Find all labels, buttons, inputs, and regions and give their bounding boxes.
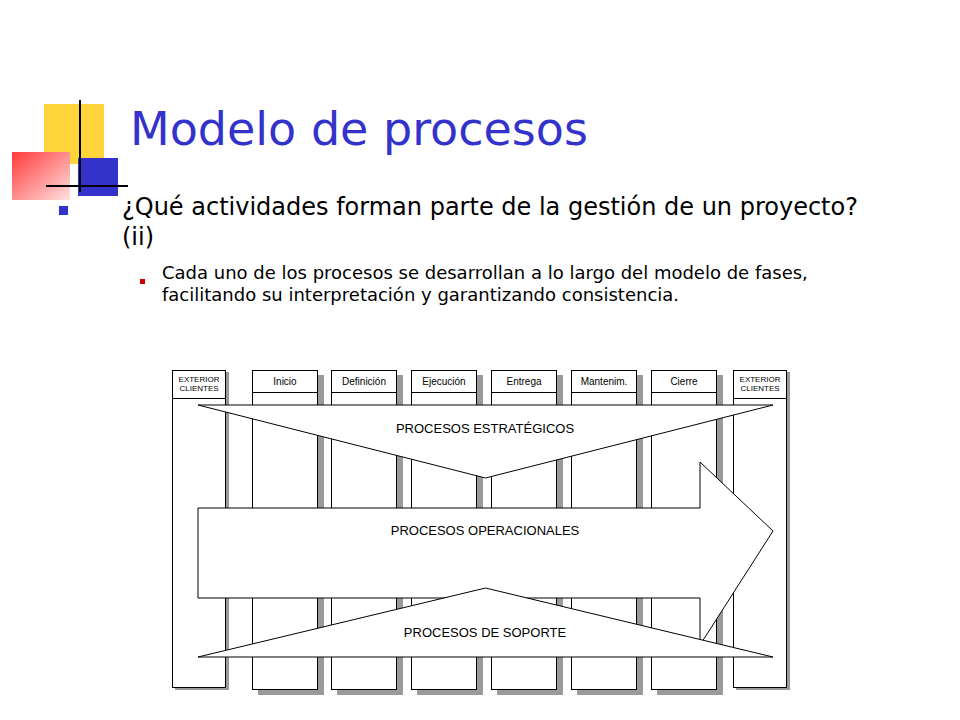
phase-name: Mantenim. bbox=[581, 376, 628, 387]
process-name: PROCESOS ESTRATÉGICOS bbox=[396, 422, 574, 436]
exterior-label: EXTERIOR CLIENTES bbox=[736, 376, 784, 394]
process-outline bbox=[198, 405, 773, 478]
column-header: Mantenim. bbox=[572, 371, 636, 393]
process-outline bbox=[198, 588, 773, 657]
bullet-text: ¿Qué actividades forman parte de la gest… bbox=[122, 192, 862, 252]
process-band: PROCESOS DE SOPORTE bbox=[198, 588, 773, 657]
deco-line bbox=[79, 100, 81, 192]
phase-name: Definición bbox=[342, 376, 386, 387]
sub-bullet-marker bbox=[140, 279, 145, 284]
blue-square bbox=[78, 158, 118, 196]
process-shape bbox=[198, 588, 773, 657]
process-name: PROCESOS DE SOPORTE bbox=[404, 626, 566, 640]
column-header: Ejecución bbox=[412, 371, 476, 393]
bullet-marker bbox=[59, 206, 68, 215]
column-header: EXTERIOR CLIENTES bbox=[173, 371, 225, 399]
red-square bbox=[12, 152, 70, 200]
slide-title: Modelo de procesos bbox=[130, 104, 588, 155]
deco-line bbox=[46, 185, 128, 187]
exterior-label: EXTERIOR CLIENTES bbox=[175, 376, 223, 394]
column-header: EXTERIOR CLIENTES bbox=[734, 371, 786, 399]
phase-name: Ejecución bbox=[422, 376, 465, 387]
column-header: Inicio bbox=[253, 371, 317, 393]
phase-name: Entrega bbox=[506, 376, 541, 387]
column-header: Definición bbox=[332, 371, 396, 393]
phase-name: Inicio bbox=[273, 376, 296, 387]
column-header: Entrega bbox=[492, 371, 556, 393]
process-name: PROCESOS OPERACIONALES bbox=[391, 524, 580, 538]
sub-bullet-text: Cada uno de los procesos se desarrollan … bbox=[162, 262, 862, 306]
phase-name: Cierre bbox=[670, 376, 697, 387]
process-band: PROCESOS ESTRATÉGICOS bbox=[198, 405, 773, 478]
process-shape bbox=[198, 405, 773, 478]
column-header: Cierre bbox=[652, 371, 716, 393]
